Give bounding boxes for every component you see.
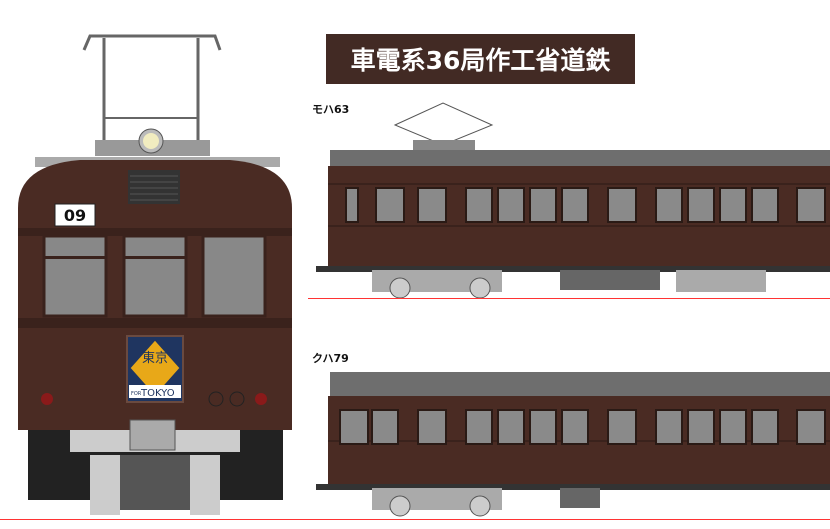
side-view-kuha79 — [0, 372, 830, 520]
side-view-moha63 — [308, 102, 830, 299]
sign-romaji: TOKYO — [140, 388, 175, 399]
rail-line — [308, 298, 830, 299]
tail-light-right — [255, 393, 267, 405]
rail-line — [0, 519, 830, 520]
sign-for: FOR — [131, 391, 142, 397]
coupler — [129, 419, 176, 451]
side-pantograph — [393, 102, 494, 146]
front-window-left — [42, 234, 108, 318]
sign-kanji: 東京 — [142, 350, 168, 366]
front-view: 09 東京 FOR TOKYO — [18, 34, 292, 515]
front-window-center — [122, 234, 188, 318]
car-number: 09 — [64, 206, 86, 225]
vent — [128, 170, 180, 204]
car-label-moha63: モハ63 — [312, 103, 350, 116]
page-title: 車電系36局作工省道鉄 — [326, 34, 635, 84]
car-label-kuha79: クハ79 — [312, 352, 349, 365]
pantograph — [82, 34, 222, 148]
headlight — [143, 133, 159, 149]
front-window-right — [201, 234, 267, 318]
tail-light-left — [41, 393, 53, 405]
